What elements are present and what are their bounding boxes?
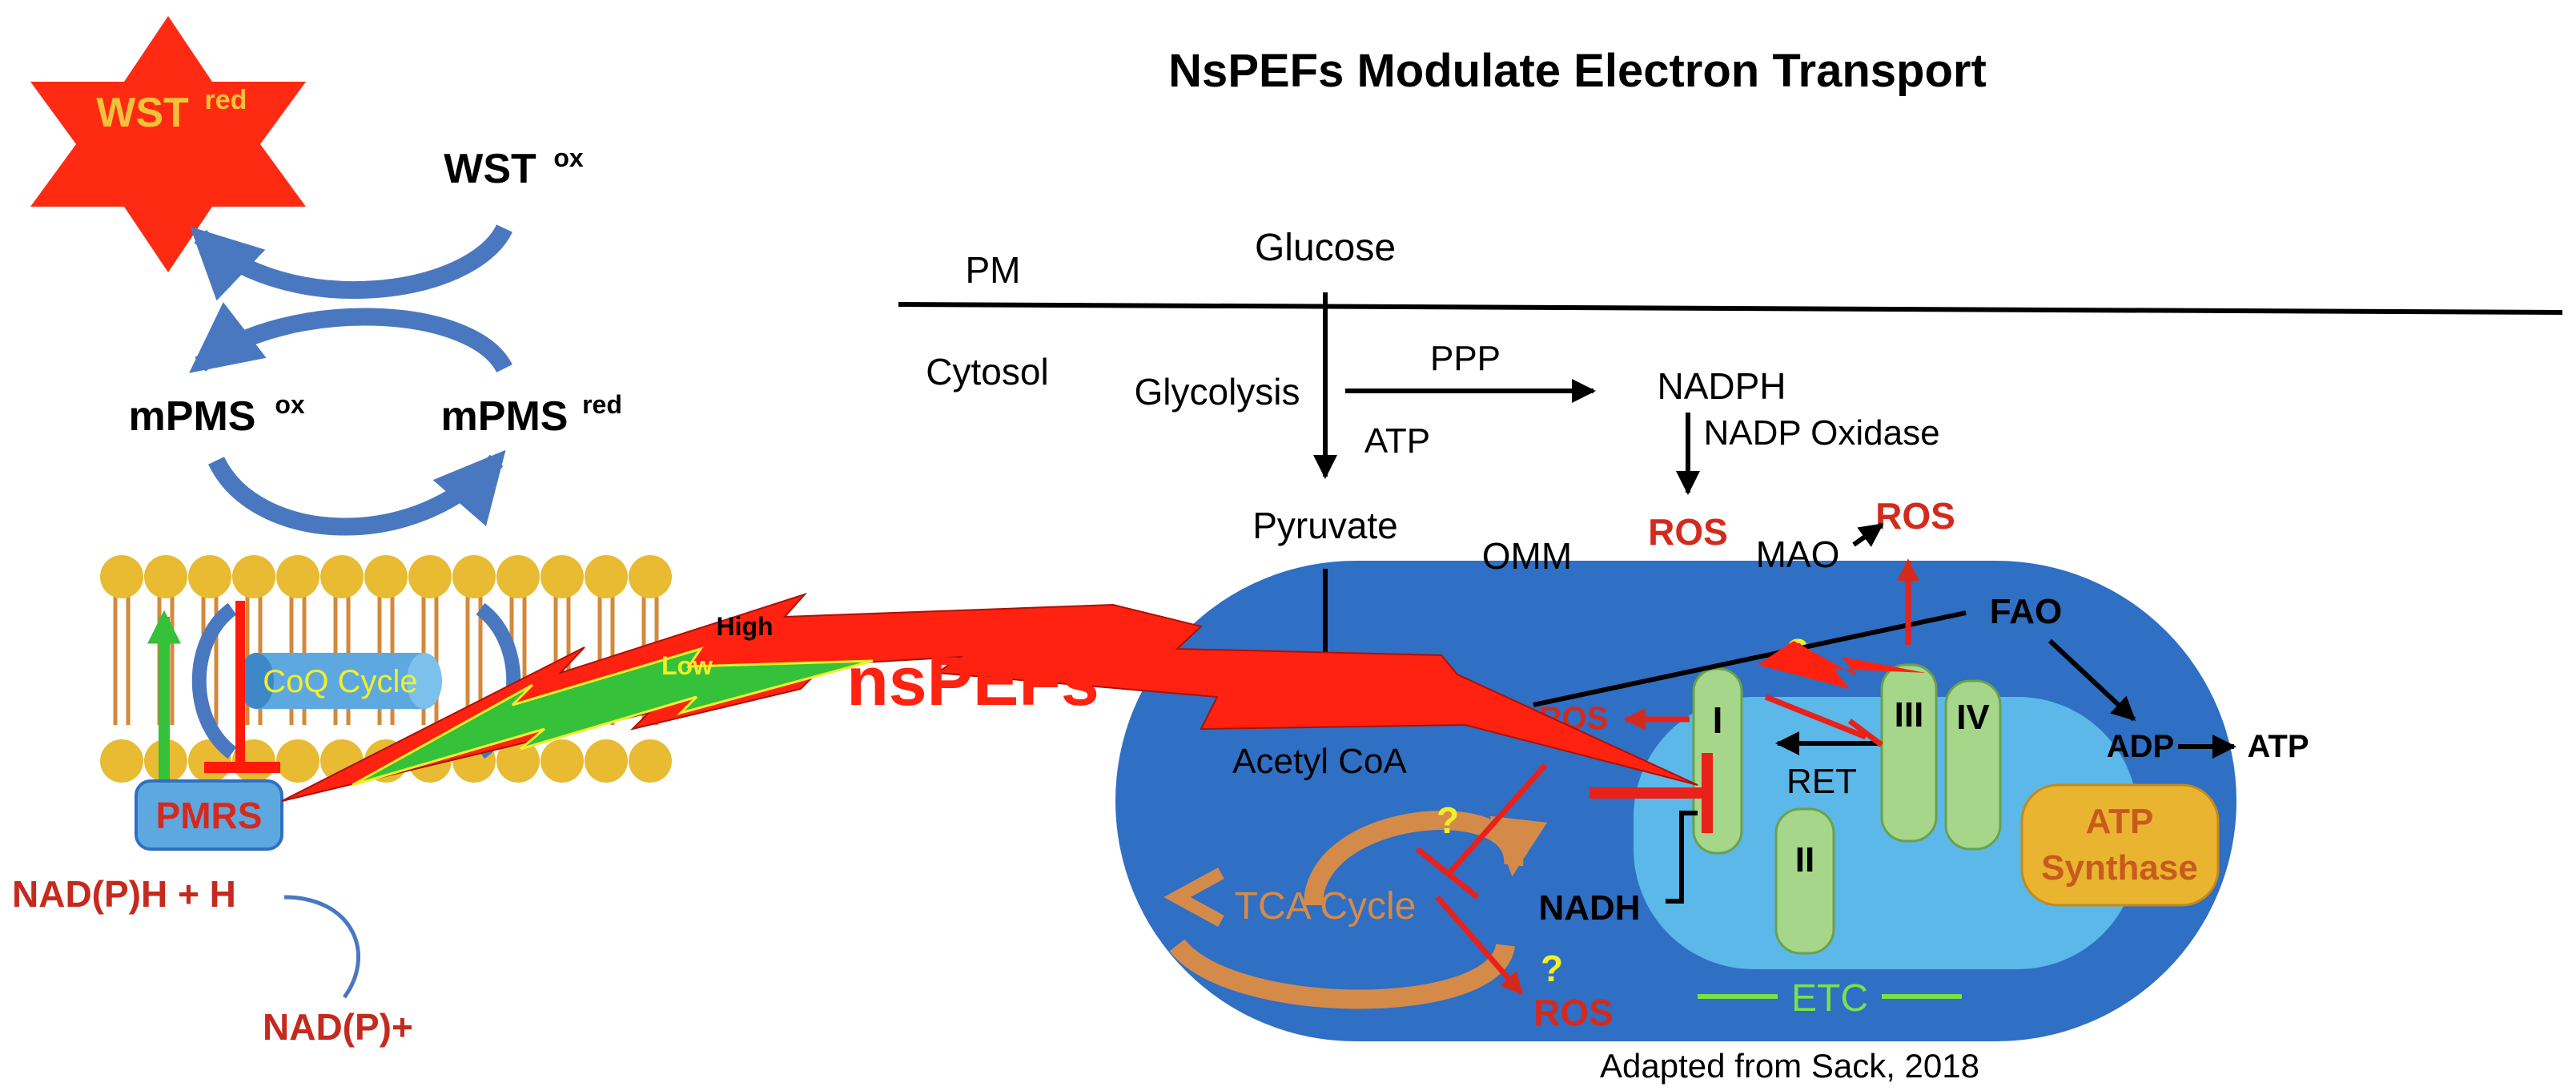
mpms-red-superscript: red [582, 390, 622, 419]
pmrs-box: PMRS [135, 779, 283, 851]
arrow-mpms-reduction [208, 449, 506, 536]
inhibit-complex3-line [1764, 694, 1867, 740]
question-mark-tca: ? [1437, 799, 1459, 841]
tca-cycle-label: TCA Cycle [1235, 885, 1417, 928]
lipid-head [232, 555, 275, 598]
pm-label: PM [966, 249, 1021, 291]
fao-label: FAO [1990, 592, 2062, 631]
arrow-tca-ros [1435, 895, 1524, 996]
lipid-head [188, 555, 231, 598]
etc-complexes: I II III IV [1692, 663, 2002, 955]
complex-iv-label: IV [1956, 698, 1990, 737]
pmrs-label: PMRS [156, 795, 263, 836]
omm-label: OMM [1482, 535, 1572, 577]
ros-mao-label: ROS [1875, 495, 1955, 537]
complex-iii [1880, 663, 1938, 843]
plasma-membrane-line [898, 302, 2563, 315]
lipid-head [585, 739, 628, 783]
nadph-h-label: NAD(P)H + H [12, 873, 236, 915]
lipid-head [629, 555, 672, 598]
nspefs-label: nsPEFs [846, 643, 1099, 720]
lipid-head [100, 739, 143, 783]
inhibit-tca-line [1447, 763, 1548, 876]
arrow-mao-ros [1852, 522, 1884, 547]
lipid-head [320, 555, 364, 598]
cytosol-label: Cytosol [926, 351, 1048, 393]
lipid-head [276, 739, 319, 783]
wst-ox-label: WST [444, 146, 536, 192]
question-mark-ros: ? [1541, 948, 1563, 989]
inhibit-complex3-bar [1847, 719, 1884, 747]
ros-tca-label: ROS [1533, 992, 1614, 1033]
glucose-label: Glucose [1255, 227, 1396, 269]
citation-label: Adapted from Sack, 2018 [1600, 1047, 1979, 1085]
wst-red-superscript: red [205, 85, 247, 115]
adp-label: ADP [2107, 729, 2174, 764]
arrow-wst-oxidation [190, 223, 512, 301]
complex-ii-label: II [1795, 840, 1814, 880]
wst-ox-superscript: ox [553, 143, 584, 172]
nadp-oxidase-label: NADP Oxidase [1703, 413, 1939, 453]
lipid-head [496, 555, 540, 598]
lipid-head [541, 555, 584, 598]
lipid-head [100, 555, 143, 598]
lipid-head [585, 555, 628, 598]
wst-red-label: WST [96, 90, 189, 136]
lipid-head [629, 739, 672, 783]
arrow-mpms-to-wst [189, 302, 512, 373]
atp-fao-label: ATP [2247, 729, 2309, 764]
atp-synthase-line1: ATP [2086, 802, 2154, 841]
nspefs-low-label: Low [661, 651, 713, 680]
inhibit-tca-bar [1415, 847, 1480, 900]
lightning-low [352, 646, 874, 787]
red-arrows [1415, 558, 1919, 996]
mao-label: MAO [1756, 533, 1840, 575]
nadph-label: NADPH [1657, 365, 1786, 407]
lipid-head [144, 555, 187, 598]
atp-synthase-line2: Synthase [2041, 848, 2198, 888]
nadph-curve [283, 895, 360, 999]
mpms-ox-label: mPMS [129, 393, 256, 440]
complex-iii-label: III [1895, 695, 1924, 735]
tca-cycle: TCA Cycle [1163, 811, 1547, 1009]
ppp-label: PPP [1430, 339, 1501, 378]
acetyl-coa-label: Acetyl CoA [1232, 742, 1407, 781]
ret-label: RET [1786, 762, 1857, 801]
diagram-title: NsPEFs Modulate Electron Transport [1168, 45, 1987, 97]
nspefs-lightning: High Low nsPEFs [281, 592, 1926, 802]
nadh-bracket [1666, 811, 1698, 904]
complex-iv [1944, 679, 2002, 851]
line-omm-diagonal [1533, 610, 1967, 707]
lipid-head [496, 739, 540, 783]
lipid-head [276, 555, 319, 598]
arrow-fao-adp [2048, 638, 2136, 722]
ros-nadp-label: ROS [1648, 511, 1728, 553]
coq-cycle-cylinder: CoQ Cycle [239, 653, 442, 709]
lipid-head [364, 555, 408, 598]
coq-cycle-label: CoQ Cycle [263, 664, 417, 699]
atp-glycolysis-label: ATP [1364, 421, 1430, 461]
lipid-head [541, 739, 584, 783]
atp-synthase: ATP Synthase [2020, 783, 2220, 907]
mpms-red-label: mPMS [441, 393, 569, 440]
nadh-label: NADH [1538, 888, 1640, 928]
etc-label: ETC [1791, 977, 1868, 1020]
membrane-arrow-left [191, 602, 237, 759]
lipid-head [452, 555, 496, 598]
mpms-ox-superscript: ox [275, 390, 305, 419]
nspefs-high-label: High [716, 612, 773, 641]
complex-ii [1774, 807, 1835, 955]
complex-i [1692, 667, 1743, 855]
nadp-plus-label: NAD(P)+ [263, 1006, 413, 1048]
lipid-head [408, 555, 452, 598]
complex-i-label: I [1713, 699, 1723, 741]
pyruvate-label: Pyruvate [1252, 505, 1398, 546]
glycolysis-label: Glycolysis [1134, 371, 1300, 413]
redox-cycle-arrows [189, 223, 512, 536]
wst-red-star: WST red [30, 16, 306, 272]
lightning-second-high [1758, 641, 1926, 689]
